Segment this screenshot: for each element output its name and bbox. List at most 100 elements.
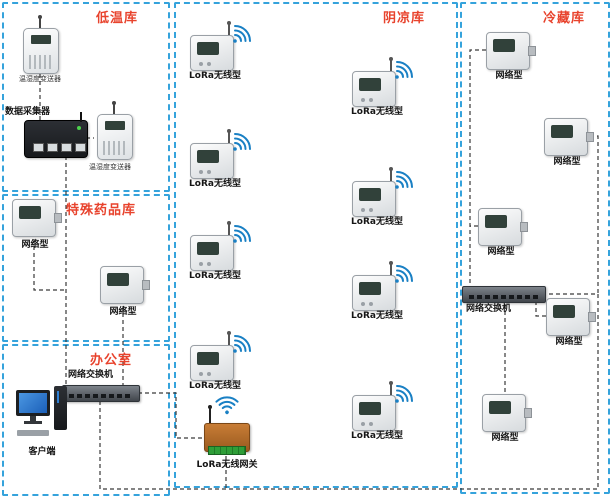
wifi-signal-icon	[394, 382, 416, 404]
device-body	[352, 71, 396, 107]
zone-cold-storage-warehouse	[460, 2, 610, 494]
device-body	[23, 28, 59, 74]
zone-special-medicine-warehouse	[2, 194, 170, 342]
data-collector-icon	[24, 112, 88, 158]
data-collector-label: 数据采集器	[5, 107, 51, 117]
antenna-icon	[227, 21, 231, 37]
lcd-screen	[359, 188, 381, 201]
lora-sensor-label: LoRa无线型	[189, 179, 241, 189]
zone-label-low-temp: 低温库	[96, 11, 139, 26]
lcd-screen	[197, 242, 219, 255]
cable-gland	[524, 408, 532, 418]
device-body	[190, 143, 234, 179]
zone-label-special-medicine: 特殊药品库	[66, 203, 137, 218]
device-body	[97, 114, 133, 160]
wifi-signal-icon	[232, 332, 254, 354]
network-sensor-label: 网络型	[495, 71, 523, 81]
lora-sensor-label: LoRa无线型	[351, 217, 403, 227]
temp-humidity-transmitter-icon	[94, 101, 134, 160]
cable-gland	[588, 312, 596, 322]
cable-gland	[142, 280, 150, 290]
device-body	[190, 235, 234, 271]
cable-gland	[528, 46, 536, 56]
lora-wireless-sensor-icon	[190, 21, 240, 71]
lora-gateway-icon	[204, 405, 250, 458]
network-sensor-icon	[546, 296, 596, 338]
buttons	[199, 170, 203, 174]
zone-label-office: 办公室	[90, 353, 133, 368]
device-body	[352, 395, 396, 431]
antenna-icon	[227, 221, 231, 237]
device-body	[190, 35, 234, 71]
client-pc-icon	[16, 386, 68, 444]
zone-label-cold-storage: 冷藏库	[543, 11, 586, 26]
lcd-screen	[493, 39, 515, 52]
antenna-icon	[112, 101, 116, 116]
wifi-signal-icon	[394, 168, 416, 190]
antenna-icon	[38, 15, 42, 30]
lcd-screen	[489, 401, 511, 414]
network-sensor-label: 网络型	[21, 240, 49, 250]
network-sensor-icon	[544, 116, 594, 158]
lora-sensor-label: LoRa无线型	[189, 381, 241, 391]
lcd-screen	[553, 305, 575, 318]
device-body	[12, 199, 56, 237]
zone-low-temp-warehouse	[2, 2, 170, 192]
lora-wireless-sensor-icon	[352, 57, 402, 107]
lcd-screen	[105, 121, 125, 130]
monitor-screen	[19, 393, 47, 413]
buttons	[361, 98, 365, 102]
lora-sensor-label: LoRa无线型	[351, 107, 403, 117]
device-body	[352, 181, 396, 217]
pc-tower	[54, 386, 67, 430]
network-sensor-icon	[482, 392, 532, 434]
status-led	[77, 126, 81, 130]
network-sensor-label: 网络型	[491, 433, 519, 443]
antenna-icon	[389, 57, 393, 73]
cable-gland	[54, 213, 62, 223]
monitor	[16, 390, 50, 416]
lora-wireless-sensor-icon	[190, 129, 240, 179]
wifi-signal-icon	[394, 262, 416, 284]
antenna-icon	[389, 261, 393, 277]
network-sensor-icon	[478, 206, 528, 248]
lora-wireless-sensor-icon	[352, 261, 402, 311]
transmitter-label: 温湿度变送器	[89, 163, 131, 171]
keyboard	[17, 430, 49, 436]
cold-switch-label: 网络交换机	[466, 304, 512, 314]
ethernet-ports	[33, 143, 86, 152]
lora-sensor-label: LoRa无线型	[351, 311, 403, 321]
lcd-screen	[485, 215, 507, 228]
lcd-screen	[107, 273, 129, 286]
lora-sensor-label: LoRa无线型	[189, 271, 241, 281]
buttons	[361, 302, 365, 306]
lcd-screen	[31, 35, 51, 44]
lora-wireless-sensor-icon	[190, 331, 240, 381]
terminal-block	[208, 446, 246, 455]
antenna-icon	[80, 112, 82, 122]
network-switch-icon	[462, 286, 546, 303]
device-body	[486, 32, 530, 70]
buttons	[361, 208, 365, 212]
office-switch-label: 网络交换机	[68, 370, 114, 380]
network-sensor-label: 网络型	[109, 307, 137, 317]
lora-wireless-sensor-icon	[352, 167, 402, 217]
lcd-screen	[359, 282, 381, 295]
wifi-signal-icon	[232, 222, 254, 244]
antenna-icon	[227, 331, 231, 347]
lcd-screen	[197, 150, 219, 163]
vent-grille	[29, 55, 53, 69]
device-body	[190, 345, 234, 381]
lcd-screen	[197, 42, 219, 55]
buttons	[361, 422, 365, 426]
device-body	[478, 208, 522, 246]
temp-humidity-transmitter-icon	[20, 15, 60, 74]
lcd-screen	[359, 78, 381, 91]
lcd-screen	[359, 402, 381, 415]
transmitter-label: 温湿度变送器	[19, 75, 61, 83]
device-body	[352, 275, 396, 311]
antenna-icon	[389, 167, 393, 183]
device-body	[546, 298, 590, 336]
network-sensor-icon	[486, 30, 536, 72]
